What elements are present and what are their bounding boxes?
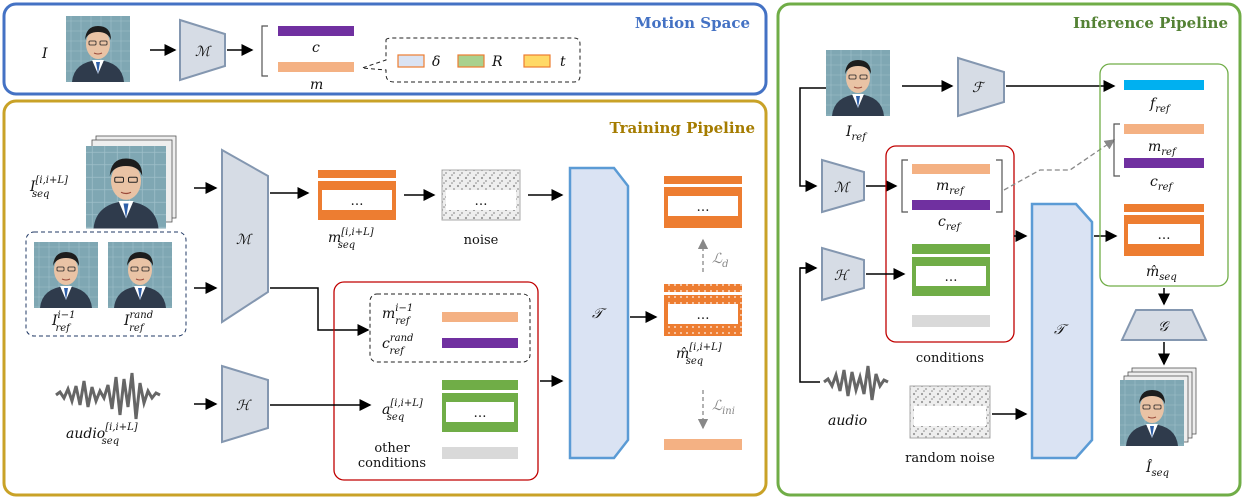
motion-space-panel bbox=[2, 2, 768, 96]
motion-encoder-block bbox=[179, 18, 226, 82]
training-other-conditions-label-1: other bbox=[374, 441, 410, 456]
training-m-hat-block bbox=[664, 284, 742, 336]
delta-label: δ bbox=[432, 54, 440, 70]
inference-motion-encoder-label: ℳ bbox=[834, 180, 851, 196]
training-other-conditions-label-2: conditions bbox=[358, 456, 426, 471]
inference-conditions-box bbox=[885, 145, 1015, 343]
inference-c-ref-bar bbox=[912, 200, 990, 210]
inference-ref-label: Iref bbox=[845, 124, 868, 143]
training-m-seq-dots: … bbox=[351, 194, 364, 209]
inference-output-c-ref-label: cref bbox=[1150, 174, 1175, 193]
training-m-hat-label: m̂[i,i+L]seq bbox=[676, 342, 722, 367]
inference-pipeline-title: Inference Pipeline bbox=[1073, 14, 1228, 32]
inference-c-ref-label: cref bbox=[938, 214, 963, 233]
inference-audio-feature-dots: … bbox=[945, 270, 958, 285]
t-label: t bbox=[560, 54, 566, 70]
inference-f-ref-label: fref bbox=[1149, 96, 1172, 115]
inference-m-ref-bar bbox=[912, 164, 990, 174]
R-swatch bbox=[457, 54, 485, 68]
inference-audio-waveform bbox=[823, 365, 889, 401]
training-loss-ini-bar bbox=[664, 439, 742, 450]
training-audio-label: audio[i,i+L]seq bbox=[66, 422, 138, 447]
training-ref-rand-image bbox=[107, 241, 173, 309]
motion-m-bar bbox=[278, 62, 354, 72]
training-audio-waveform bbox=[55, 372, 161, 420]
inference-F-block bbox=[957, 56, 1005, 118]
inference-output-box bbox=[1099, 63, 1229, 287]
training-pipeline-title: Training Pipeline bbox=[610, 119, 755, 137]
training-audio-feature-block bbox=[442, 380, 518, 432]
inference-audio-encoder-block bbox=[821, 246, 865, 302]
training-audio-feature-dots: … bbox=[474, 406, 487, 421]
delta-swatch bbox=[397, 54, 425, 68]
training-audio-encoder-block bbox=[221, 364, 269, 444]
training-pipeline-panel bbox=[2, 99, 768, 497]
R-label: R bbox=[491, 54, 503, 70]
inference-F-label: ℱ bbox=[972, 80, 986, 96]
training-conditions-box bbox=[333, 281, 539, 481]
training-input-seq-label: I[i,i+L]seq bbox=[29, 175, 68, 200]
motion-m-callout bbox=[361, 37, 581, 83]
training-audio-encoder-label: ℋ bbox=[236, 398, 252, 414]
motion-input-face-image bbox=[65, 15, 131, 83]
motion-c-bar bbox=[278, 26, 354, 36]
motion-c-label: c bbox=[312, 40, 320, 56]
inference-m-ref-label: mref bbox=[936, 178, 966, 197]
training-motion-encoder-block bbox=[221, 148, 269, 324]
motion-input-label: I bbox=[41, 46, 48, 62]
inference-output-m-ref-bar bbox=[1124, 124, 1204, 134]
inference-G-label: 𝒢 bbox=[1158, 319, 1170, 335]
training-m-ref-bar bbox=[442, 312, 518, 322]
training-motion-encoder-label: ℳ bbox=[236, 232, 253, 248]
inference-transformer-block bbox=[1030, 202, 1094, 460]
inference-m-hat-label: m̂seq bbox=[1146, 264, 1177, 283]
training-noise-dots: … bbox=[475, 194, 488, 209]
training-transformer-block bbox=[568, 166, 630, 460]
motion-m-label: m bbox=[310, 77, 323, 93]
training-c-ref-bar bbox=[442, 338, 518, 348]
training-noise-label: noise bbox=[464, 233, 499, 248]
training-gt-m-seq-dots: … bbox=[697, 200, 710, 215]
inference-m-hat-dots: … bbox=[1158, 228, 1171, 243]
inference-conditions-label: conditions bbox=[916, 351, 984, 366]
inference-f-ref-bar bbox=[1124, 80, 1204, 90]
training-m-seq-block bbox=[318, 170, 396, 220]
training-a-seq-label: a[i,i+L]seq bbox=[382, 398, 423, 423]
inference-output-label: Îseq bbox=[1145, 458, 1169, 479]
training-ref-motion-box bbox=[369, 293, 531, 363]
inference-output-c-ref-bar bbox=[1124, 158, 1204, 168]
training-input-sequence-image bbox=[85, 145, 167, 230]
inference-audio-feature-block bbox=[912, 244, 990, 296]
training-noise-block bbox=[441, 169, 521, 221]
motion-space-title: Motion Space bbox=[635, 14, 750, 32]
inference-ref-image bbox=[825, 49, 891, 117]
inference-motion-encoder-block bbox=[821, 158, 865, 214]
training-other-conditions-bar bbox=[442, 447, 518, 459]
motion-encoder-label: ℳ bbox=[195, 44, 212, 60]
inference-other-conditions-bar bbox=[912, 315, 990, 327]
inference-audio-label: audio bbox=[828, 413, 867, 429]
inference-random-noise-label: random noise bbox=[905, 451, 995, 466]
training-loss-ini-label: ℒini bbox=[712, 398, 735, 417]
inference-m-hat-block bbox=[1124, 204, 1204, 256]
inference-output-m-ref-label: mref bbox=[1148, 139, 1178, 158]
inference-output-frames-image bbox=[1119, 379, 1185, 447]
inference-random-noise-block bbox=[909, 385, 991, 439]
inference-audio-encoder-label: ℋ bbox=[834, 268, 850, 284]
inference-G-block bbox=[1120, 309, 1208, 341]
inference-pipeline-panel bbox=[776, 2, 1242, 497]
training-ref-prev-image bbox=[33, 241, 99, 309]
training-ref-frames-box bbox=[25, 231, 187, 337]
training-m-hat-dots: … bbox=[697, 308, 710, 323]
training-gt-m-seq-block bbox=[664, 176, 742, 228]
training-loss-d-label: ℒd bbox=[712, 251, 729, 270]
training-m-seq-label: m[i,i+L]seq bbox=[328, 227, 374, 251]
t-swatch bbox=[523, 54, 551, 68]
